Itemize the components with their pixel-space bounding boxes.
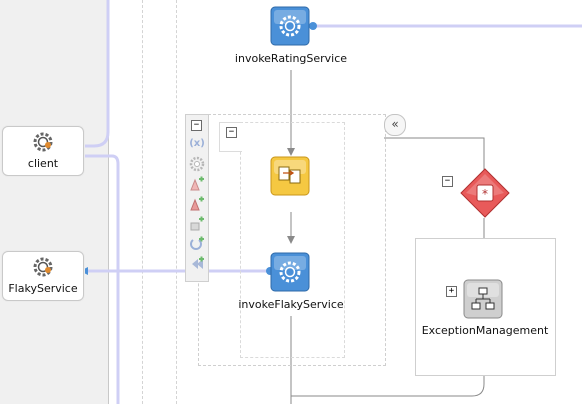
flow-scope-to-fault [384,137,485,170]
hierarchy-icon [471,287,495,310]
wire-rating-to-client [80,0,582,148]
port-rating [309,22,317,30]
exception-management-scope[interactable] [463,279,505,321]
gear-icon [33,257,53,277]
collapse-scope-button[interactable]: − [226,127,237,138]
partner-label: client [27,157,59,170]
catch-all-icon: * [476,184,494,202]
gear-icon [279,15,301,37]
add-compensation-icon[interactable] [189,216,205,232]
expand-exception-button[interactable]: + [446,286,457,297]
svg-text:*: * [482,187,488,201]
invoke-flaky-activity[interactable] [270,252,312,292]
assign-activity[interactable] [270,156,312,198]
add-catch-icon[interactable] [189,176,205,192]
flow-arrow [287,148,295,156]
gear-icon [33,132,53,152]
partner-flaky-service[interactable]: FlakyService [2,251,84,301]
arrow-flaky-in [80,267,88,275]
minus-icon[interactable]: − [191,120,202,131]
assign-icon [278,166,301,184]
partner-client[interactable]: client [2,126,84,176]
scope-body [240,122,345,358]
activity-label: invokeRatingService [234,52,348,65]
activity-label: ExceptionManagement [421,324,549,337]
gear-icon [279,261,301,283]
wire-client-return [82,154,120,404]
collapse-panel-button[interactable]: « [384,114,406,136]
collapse-fault-handler-button[interactable]: − [442,176,453,187]
activity-label: invokeFlakyService [238,298,344,311]
add-event-icon[interactable] [189,236,205,252]
add-catch-all-icon[interactable] [189,196,205,212]
scope-toolbar: − (x) [185,114,209,282]
partner-lane-left [0,0,109,404]
partner-label: FlakyService [8,282,78,295]
invoke-rating-activity[interactable] [270,6,312,46]
flow-exception-out [291,342,485,397]
variables-icon[interactable]: (x) [189,138,205,149]
gear-icon[interactable] [189,156,205,172]
swimlane-guide [176,0,177,404]
swimlane-guide [142,0,143,404]
flow-arrow [287,236,295,244]
catch-all-activity[interactable]: * [460,168,510,218]
add-alarm-icon[interactable] [189,256,205,272]
